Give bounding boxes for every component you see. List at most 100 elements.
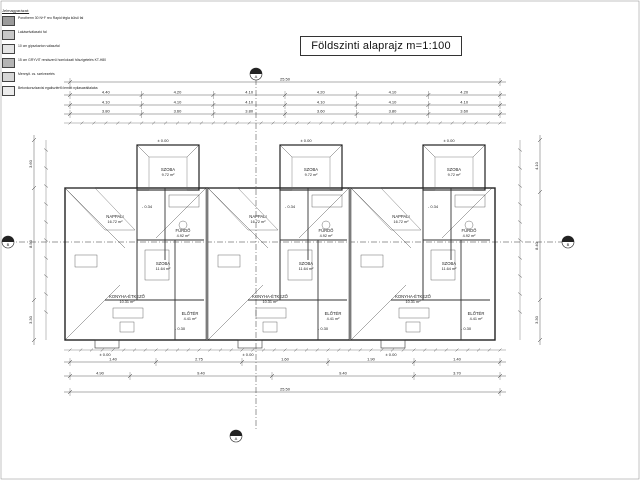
bay-diag [329, 144, 343, 158]
level-mark: ± 0.00 [99, 352, 111, 357]
dim-fine-tick [104, 121, 108, 125]
room-area: 11.64 m² [442, 267, 457, 271]
dim-right-tick [537, 189, 543, 195]
entry-step [380, 339, 406, 349]
dimension-label: 4.10 [389, 100, 398, 105]
dim-fine-tick [128, 121, 132, 125]
bed [144, 249, 170, 281]
dim-bottom-fine-tick [369, 348, 373, 352]
dim-left-tick [31, 337, 37, 343]
dim-bottom-fine-tick [390, 348, 395, 352]
dimension-label: 1.60 [281, 357, 290, 362]
bay-inner [291, 156, 331, 191]
bathtub [454, 194, 486, 208]
bed [430, 249, 456, 281]
legend-swatch [2, 16, 15, 26]
room-name: ELŐTÉR [325, 311, 342, 316]
dim-bottom-fine-tick [154, 348, 158, 352]
dim-bottom-fine-tick [347, 348, 352, 352]
dim-bottom-fine-tick [240, 348, 244, 352]
bay-diag [186, 144, 200, 158]
room-area: 10.31 m² [263, 300, 279, 304]
dining-table [262, 321, 278, 333]
section-marker-b-right-label: B [567, 242, 570, 247]
room-name: ELŐTÉR [468, 311, 485, 316]
dimension-label: 3.80 [102, 109, 111, 114]
dim-fine-tick [450, 121, 454, 125]
dimension-label: 3.70 [453, 371, 462, 376]
sofa [217, 254, 241, 268]
room-area: 4.92 m² [320, 234, 334, 238]
dimension-label: 25.50 [280, 387, 291, 392]
dim-fine-tick [259, 121, 263, 125]
dim-bottom-fine-tick [132, 348, 137, 352]
dim-fine-tick [92, 121, 96, 125]
legend-items: Porotherm 30 N+F reo Rapid tégla külső f… [2, 16, 120, 98]
dim-fine-tick [390, 121, 395, 125]
dim-bottom-fine-tick [294, 348, 298, 352]
room-area: 4.92 m² [177, 234, 191, 238]
dim-fine-tick [80, 121, 84, 125]
dimension-label: 2.75 [195, 357, 204, 362]
level-mark: - 0.34 [428, 204, 439, 209]
roof-hip [441, 187, 493, 239]
legend-item: Lakáselválasztó fal [2, 30, 120, 42]
dimension-label: 3.30 [28, 315, 33, 324]
dim-fine-tick [402, 121, 407, 125]
dimension-label: 4.20 [317, 90, 326, 95]
room-name: NAPPALI [392, 214, 409, 219]
section-marker-b-right-half [562, 236, 574, 242]
dim-fine-tick [307, 121, 311, 125]
legend-item: 10 cm gipszkarton válaszfal [2, 44, 120, 56]
legend-item: 15 cm GRYVIT rendszerű homlokzati hőszig… [2, 58, 120, 70]
bay-diag [472, 144, 486, 158]
dim-fine-tick [211, 121, 215, 125]
dim-fine-tick [438, 121, 442, 125]
dining-table [119, 321, 135, 333]
section-marker-a-top-label: A [255, 74, 258, 79]
legend-label: Betonkorszlzavisi egalisztérfö lemlitt n… [18, 86, 98, 90]
kitchen-counter [255, 307, 287, 319]
room-area: 16.72 m² [251, 220, 267, 224]
bay-diag [279, 144, 293, 158]
dim-bottom-fine-tick [251, 348, 255, 352]
dim-bottom-fine-tick [100, 348, 104, 352]
dim-fine-tick [175, 121, 180, 125]
legend-swatch [2, 86, 15, 96]
roof-edge [64, 187, 136, 231]
room-name: SZOBA [299, 261, 313, 266]
roof-hip [64, 284, 121, 341]
room-name: KONYHA-ÉTKEZŐ [109, 294, 146, 299]
dimension-label: 4.10 [389, 90, 398, 95]
bathtub [168, 194, 200, 208]
dim-bottom-fine-tick [444, 348, 448, 352]
dim-bottom-fine-tick [208, 348, 212, 352]
dim-right-tick [537, 137, 543, 143]
dimension-label: 4.40 [102, 90, 111, 95]
legend-title: Jelmagyarázat: [2, 8, 30, 13]
section-marker-a-top-half [250, 68, 262, 74]
dimension-label: 4.10 [102, 100, 111, 105]
dim-bottom-fine-tick [487, 348, 491, 352]
legend-label: 10 cm gipszkarton válaszfal [18, 44, 60, 48]
section-marker-a-bottom-label: A [235, 436, 238, 441]
dim-bottom-fine-tick [337, 348, 341, 352]
dimension-label: 4.20 [174, 90, 183, 95]
dimension-label: 8.50 [28, 239, 33, 248]
dim-bottom-fine-tick [498, 348, 502, 352]
dimension-label: 8.40 [534, 241, 539, 250]
dim-fine-tick [187, 121, 192, 125]
dim-fine-tick [271, 121, 275, 125]
dim-bottom-fine-tick [261, 348, 266, 352]
entry-step [94, 339, 120, 349]
level-mark: ± 0.00 [300, 138, 312, 143]
room-area: 4.41 m² [470, 317, 484, 321]
legend-swatch [2, 44, 15, 54]
dimension-label: 3.80 [389, 109, 398, 114]
legend-swatch [2, 72, 15, 82]
